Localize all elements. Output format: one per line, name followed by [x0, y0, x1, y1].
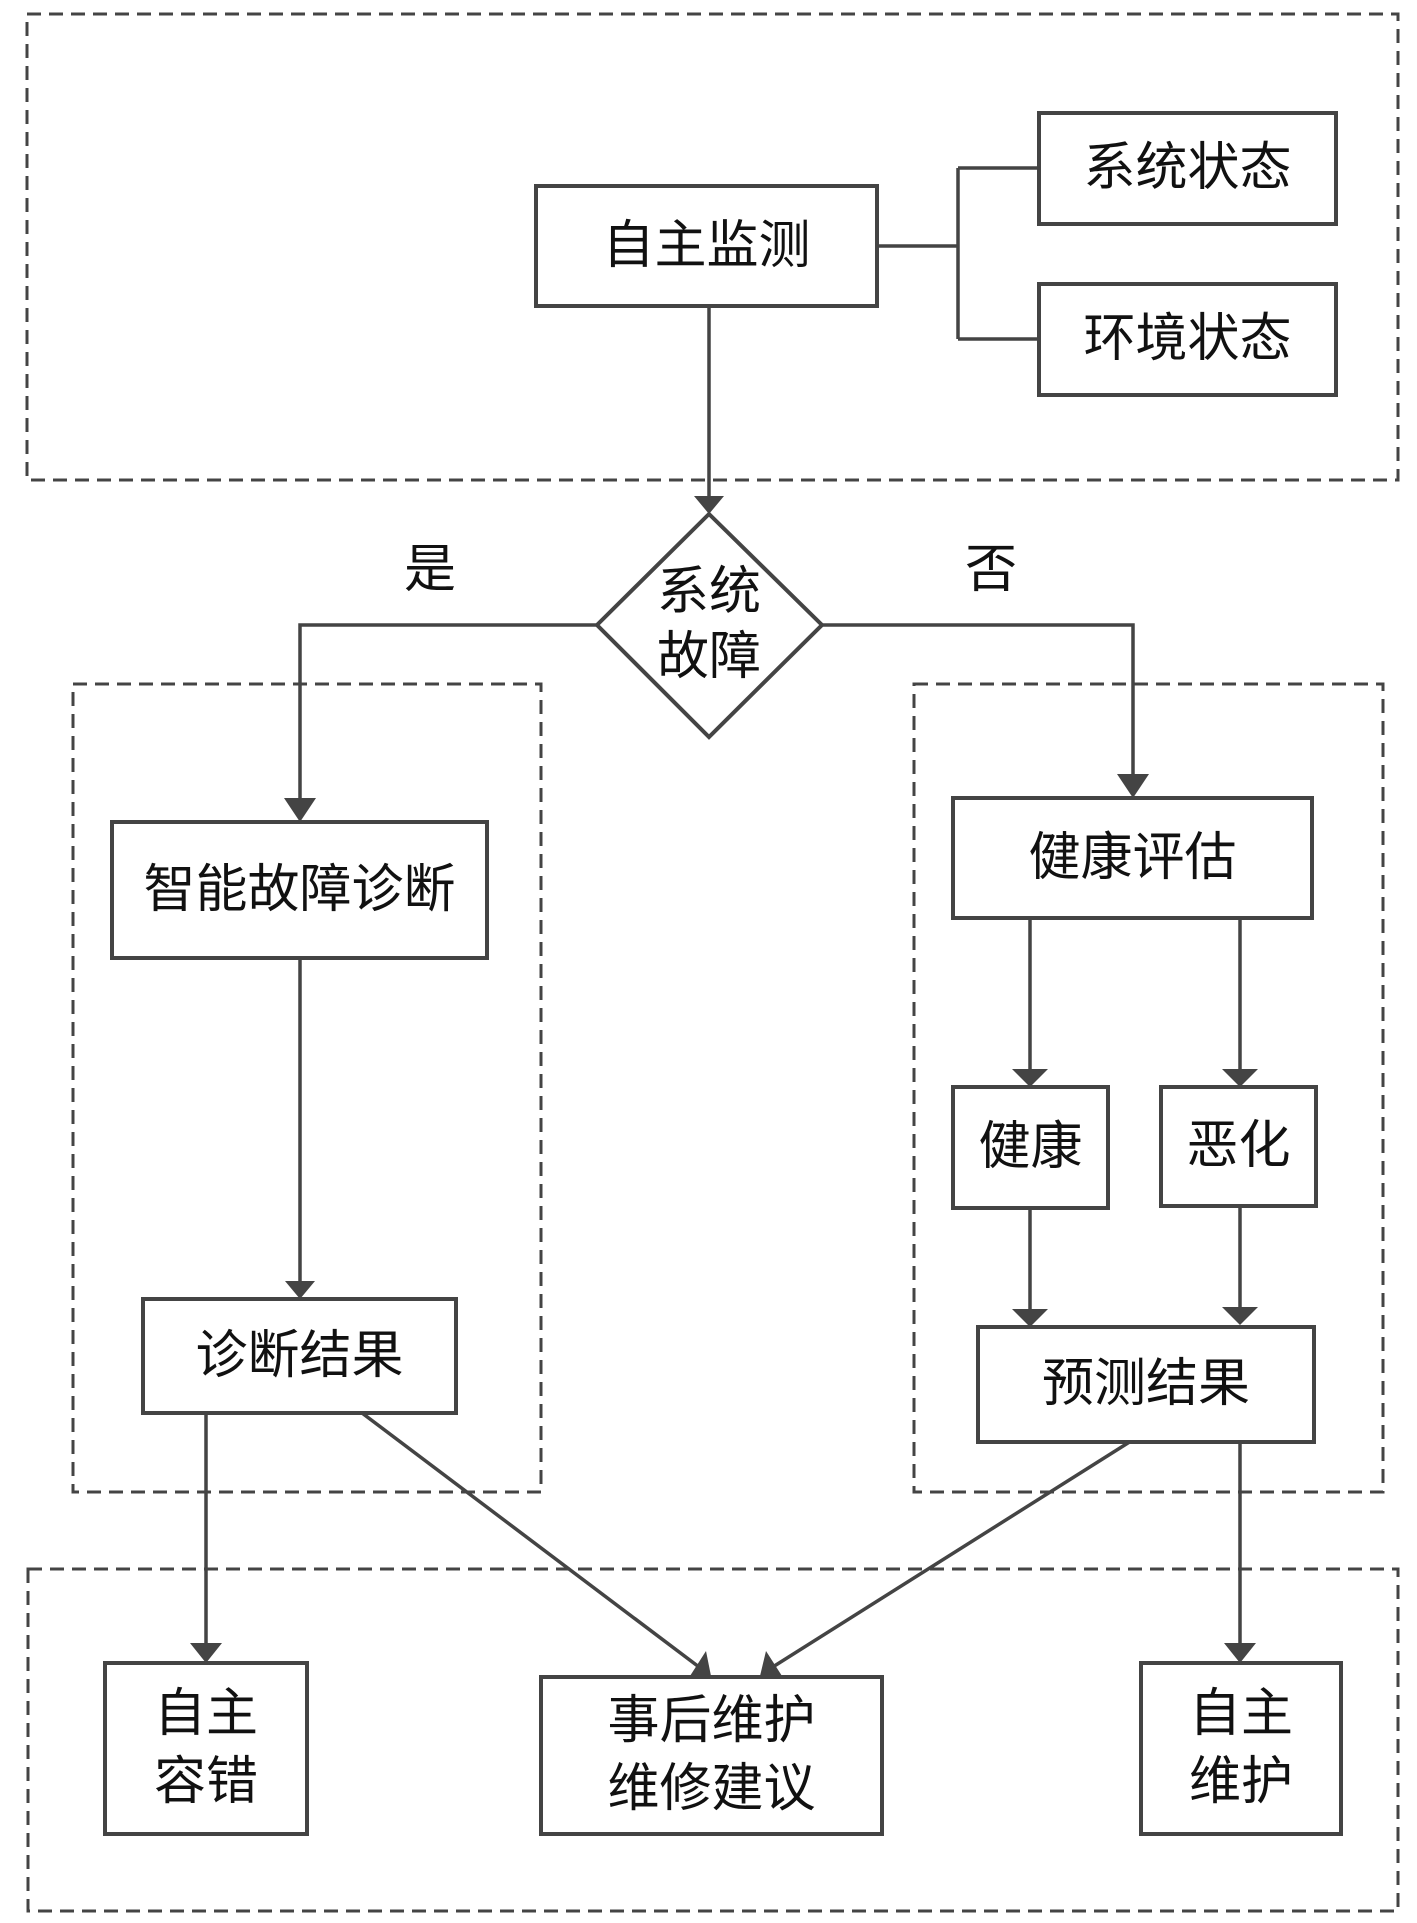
arrowhead	[694, 496, 724, 514]
autonomous-monitoring-label: 自主监测	[602, 215, 811, 276]
autonomous-maintenance-label: 自主 维护	[1188, 1683, 1293, 1812]
arrowhead	[1117, 774, 1149, 798]
diagnosis-result-box	[141, 1297, 458, 1415]
healthy-label: 健康	[978, 1117, 1083, 1178]
assessment-split-lines	[1028, 918, 1242, 1071]
arrowhead	[1012, 1069, 1048, 1087]
monitoring-group-box	[25, 12, 1400, 482]
prediction-result-label: 预测结果	[1041, 1354, 1250, 1415]
prediction-result-box	[976, 1325, 1316, 1444]
health-assessment-label: 健康评估	[1028, 827, 1237, 888]
system-fault-label: 系统 故障	[656, 562, 761, 687]
healthy-box	[951, 1085, 1110, 1210]
arrowhead	[1222, 1069, 1258, 1087]
system-state-label: 系统状态	[1083, 138, 1292, 199]
arrowhead	[1012, 1309, 1048, 1327]
arrowhead	[284, 798, 316, 822]
arrowhead	[690, 1651, 711, 1676]
post-maintenance-box	[539, 1675, 884, 1836]
yes-branch-line	[298, 623, 597, 800]
autonomous-fault-tolerance-box	[103, 1661, 309, 1836]
diagnosis-result-label: 诊断结果	[195, 1325, 404, 1386]
environment-state-box	[1037, 282, 1338, 397]
prediction-to-maintenance-line	[767, 1434, 1140, 1672]
intelligent-fault-diagnosis-label: 智能故障诊断	[143, 859, 456, 920]
intelligent-fault-diagnosis-box	[110, 820, 489, 960]
autonomous-fault-tolerance-label: 自主 容错	[153, 1683, 258, 1812]
degraded-label: 恶化	[1186, 1116, 1291, 1177]
autonomous-maintenance-box	[1139, 1661, 1343, 1836]
arrowhead	[760, 1651, 782, 1676]
arrowhead	[190, 1643, 222, 1663]
to-prediction-lines	[1028, 1206, 1242, 1311]
no-label: 否	[964, 539, 1017, 600]
autonomous-monitoring-box	[534, 184, 879, 308]
arrowhead	[285, 1281, 315, 1299]
actions-group-box	[26, 1567, 1400, 1913]
arrowhead	[1222, 1307, 1258, 1325]
decision-diamond	[594, 511, 825, 740]
yes-label: 是	[403, 539, 456, 600]
diagnosis-group-box	[71, 682, 543, 1494]
system-state-box	[1037, 111, 1338, 226]
degraded-box	[1159, 1085, 1318, 1208]
monitor-to-states-connector	[877, 166, 1039, 341]
environment-state-label: 环境状态	[1083, 309, 1292, 370]
post-maintenance-label: 事后维护 维修建议	[607, 1690, 816, 1819]
arrowhead	[1224, 1643, 1256, 1663]
no-branch-line	[822, 623, 1135, 776]
result-to-maintenance-line	[360, 1411, 705, 1672]
health-assessment-box	[951, 796, 1314, 920]
